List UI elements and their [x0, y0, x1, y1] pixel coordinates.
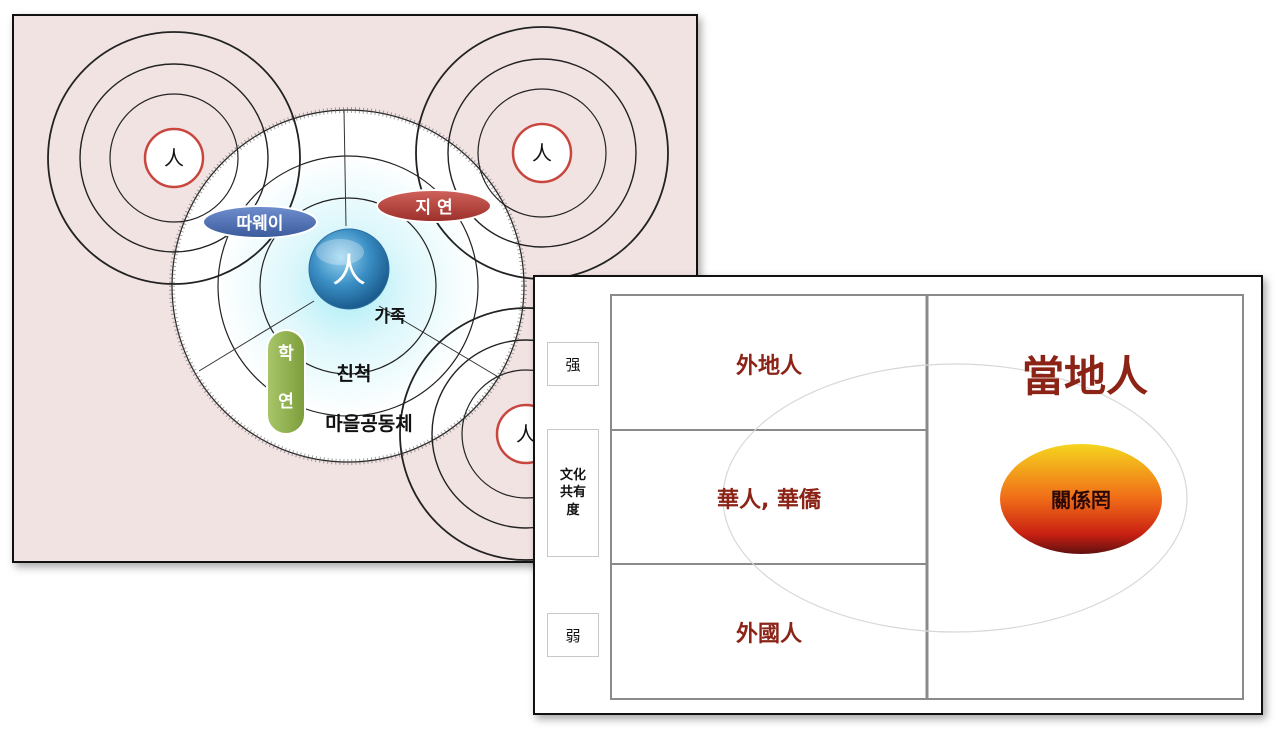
category-outsider: 外地人	[736, 353, 802, 379]
tag-hak-label: 학	[278, 344, 294, 364]
tag-yeon-label: 연	[278, 392, 294, 412]
tag-mawei: 따웨이	[202, 205, 318, 239]
center-person-glyph: 人	[332, 251, 366, 291]
category-local: 當地人	[1022, 352, 1148, 401]
scale-weak: 弱	[547, 613, 599, 657]
person-cluster-top-left: 人	[47, 31, 301, 285]
person-node	[143, 127, 205, 189]
center-person: 人	[308, 228, 390, 310]
scale-cultural-sharing-line-3: 度	[566, 502, 580, 518]
scale-cultural-sharing: 文化 共有 度	[547, 429, 599, 557]
tag-mawei-label: 따웨이	[237, 214, 284, 234]
person-glyph: 人	[164, 146, 184, 170]
person-glyph: 人	[516, 422, 536, 446]
scale-strong: 强	[547, 342, 599, 386]
tag-jiyeon-label: 지 연	[415, 198, 452, 218]
scale-cultural-sharing-line-2: 共有	[559, 485, 586, 501]
cultural-sphere-ellipse	[722, 363, 1188, 633]
relation-network-bubble: 關係罔	[1000, 444, 1162, 554]
tag-jiyeon: 지 연	[376, 189, 492, 223]
person-cluster-top-right: 人	[415, 26, 669, 280]
ring-label-village: 마을공동체	[325, 413, 412, 435]
ring-label-family: 가족	[374, 307, 406, 327]
category-foreigner: 外國人	[736, 621, 802, 647]
category-overseas-chinese: 華人, 華僑	[717, 488, 822, 513]
tag-hakyeon: 학 연	[266, 329, 306, 435]
relation-network-label: 關係罔	[1051, 488, 1111, 512]
person-glyph: 人	[532, 141, 552, 165]
person-node	[511, 122, 573, 184]
ring-label-relatives: 친척	[337, 363, 372, 385]
classification-grid: 外地人 華人, 華僑 外國人 當地人 關係罔	[610, 294, 1244, 700]
scale-cultural-sharing-line-1: 文化	[559, 467, 586, 483]
cultural-sharing-slide: 强 文化 共有 度 弱 外地人 華人, 華僑 外國人 當地人 關係	[533, 275, 1263, 715]
